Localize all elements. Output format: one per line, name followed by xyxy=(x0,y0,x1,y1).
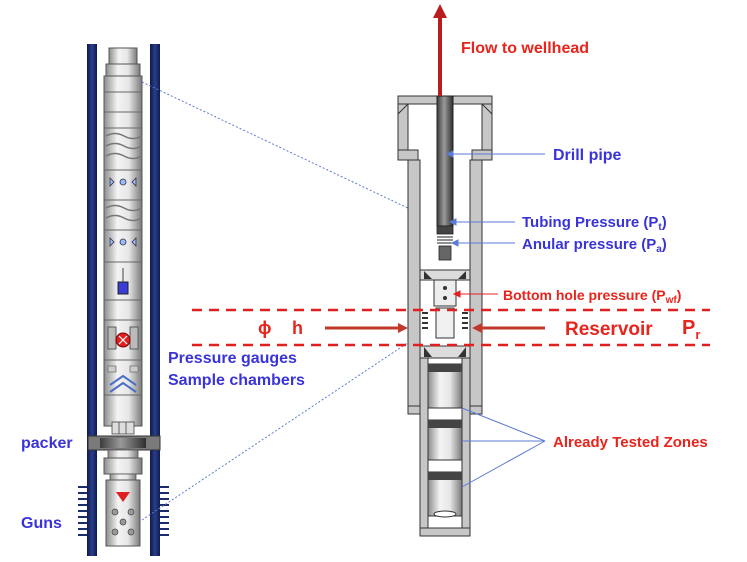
zoom-leader-top xyxy=(141,81,413,211)
label-packer: packer xyxy=(21,435,73,452)
label-pressure-gauges: Pressure gauges xyxy=(168,350,297,367)
label-reservoir: Reservoir xyxy=(565,319,653,340)
gun-charge-icon xyxy=(116,492,130,502)
tested-leader-1 xyxy=(461,407,546,442)
tool-top-connector xyxy=(108,47,138,67)
zoom-leader-bottom xyxy=(141,339,413,521)
label-drill-pipe: Drill pipe xyxy=(553,147,622,164)
label-h: h xyxy=(292,318,303,338)
gun-assembly xyxy=(105,479,141,547)
casing-right xyxy=(469,159,483,415)
flow-in-right-arrow xyxy=(472,323,482,333)
label-bottom-hole-pressure: Bottom hole pressure (Pwf) xyxy=(503,287,681,306)
flow-in-left-arrow xyxy=(398,323,408,333)
label-pr: Pr xyxy=(682,317,700,342)
gauge-sensor xyxy=(117,281,129,295)
casing-left xyxy=(407,159,421,415)
label-sample-chambers: Sample chambers xyxy=(168,372,305,389)
drill-pipe xyxy=(436,95,454,227)
left-casing-wall xyxy=(87,44,97,556)
label-flow-to-wellhead: Flow to wellhead xyxy=(461,40,589,57)
label-guns: Guns xyxy=(21,515,62,532)
tested-leader-3 xyxy=(461,440,546,488)
label-anular-pressure: Anular pressure (Pa) xyxy=(522,236,667,255)
label-tubing-pressure: Tubing Pressure (Pt) xyxy=(522,214,667,233)
right-casing-wall xyxy=(150,44,160,556)
liner-left xyxy=(419,345,429,537)
tested-zone-plugs xyxy=(427,363,463,518)
label-phi: ϕ xyxy=(258,318,272,338)
well-schematic xyxy=(397,95,493,537)
flow-arrow-head xyxy=(433,4,447,18)
label-already-tested-zones: Already Tested Zones xyxy=(553,434,708,451)
left-tool-string xyxy=(78,44,169,556)
